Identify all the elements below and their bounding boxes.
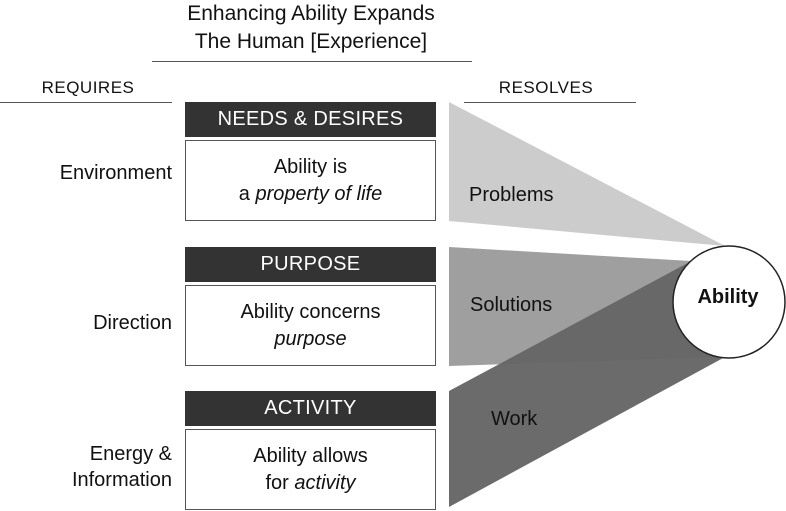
card-body-needs-desires: Ability is a property of life [185, 140, 436, 221]
card-text-plain: for [265, 471, 295, 494]
requirement-direction: Direction [93, 312, 172, 334]
card-body-purpose: Ability concerns purpose [185, 285, 436, 366]
title-line-1: Enhancing Ability Expands [187, 2, 435, 25]
card-text-line-1: Ability is [273, 155, 348, 178]
requires-underline [0, 102, 172, 103]
card-text-italic: property of life [255, 182, 383, 205]
requirement-line-2: Information [71, 469, 172, 491]
card-text-italic: activity [294, 471, 356, 494]
wedge-work [449, 250, 725, 507]
resolves-work: Work [491, 408, 538, 430]
card-text-line-2: for activity [265, 470, 355, 497]
title-underline [152, 61, 472, 62]
resolves-underline [464, 102, 636, 103]
card-title-activity: ACTIVITY [185, 391, 436, 426]
requirement-line-1: Energy & [89, 443, 172, 465]
card-title-purpose: PURPOSE [185, 247, 436, 282]
card-text-line-2: purpose [274, 326, 346, 353]
requirement-environment: Environment [59, 162, 172, 184]
card-text-line-1: Ability concerns [240, 300, 381, 323]
card-body-activity: Ability allows for activity [185, 429, 436, 510]
card-text-line-1: Ability allows [253, 444, 368, 467]
card-text-italic: purpose [274, 327, 347, 350]
card-title-needs-desires: NEEDS & DESIRES [185, 102, 436, 137]
diagram-title: Enhancing Ability Expands The Human [Exp… [140, 0, 482, 56]
ability-circle [672, 245, 786, 359]
ability-label: Ability [697, 286, 759, 308]
wedge-problems [449, 102, 725, 246]
title-line-2: The Human [Experience] [194, 30, 428, 53]
requirement-energy-information: Energy & Information [72, 441, 172, 493]
resolves-solutions: Solutions [470, 294, 553, 316]
card-text-plain: a [238, 182, 256, 205]
resolves-header: RESOLVES [498, 78, 594, 97]
card-text-line-2: a property of life [239, 181, 382, 208]
resolves-problems: Problems [469, 184, 554, 206]
requires-header: REQUIRES [41, 78, 135, 97]
